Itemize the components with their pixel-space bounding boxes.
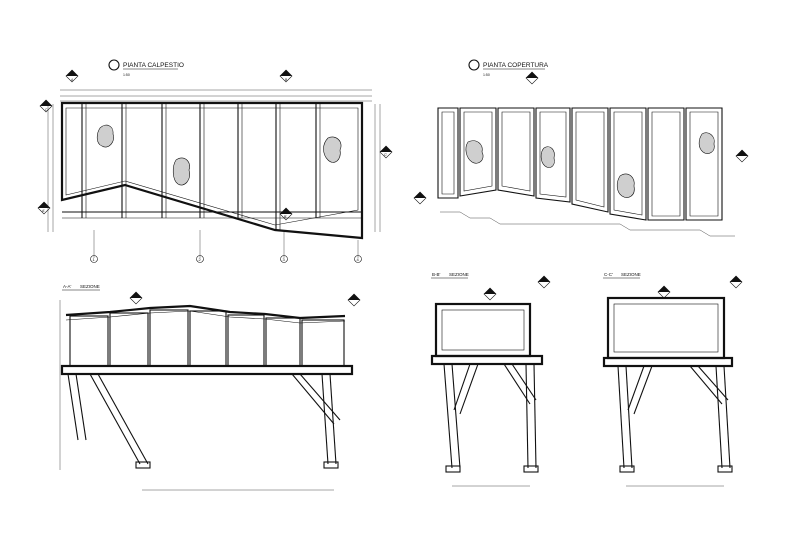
section-mid-marker: [483, 287, 497, 301]
section-marker-label: A-A': [63, 284, 72, 289]
floor-plan-title: PIANTA CALPESTIO: [123, 62, 184, 69]
cabin-inner: [441, 309, 525, 351]
section-end-marker: [729, 275, 743, 289]
section-marker-a: A: [65, 69, 79, 83]
section-end-struts: [617, 365, 731, 469]
roof-plan-scale: 1:50: [483, 73, 490, 77]
grid-label: 3: [283, 257, 286, 262]
section-long: A-A' SEZIONE: [59, 284, 361, 491]
tree-trunk: [616, 173, 635, 198]
floor-inner-outline: [65, 107, 359, 226]
roof-plan: PIANTA COPERTURA 1:50: [413, 59, 749, 237]
section-mid-struts: [443, 363, 537, 469]
view-title-circle: [108, 59, 120, 71]
section-long-marker: [129, 291, 143, 305]
cabin-box: [606, 296, 726, 360]
section-end-title: SEZIONE: [621, 272, 641, 277]
roof-section-marker: [413, 191, 427, 205]
floor-panels: [81, 103, 321, 230]
section-marker-a-prime: A': [37, 201, 51, 215]
footing: [523, 465, 539, 473]
section-end: C-C' SEZIONE: [602, 272, 743, 487]
deck-beam: [60, 364, 354, 376]
section-marker-label: C-C': [604, 272, 613, 277]
section-marker-b-prime: B': [279, 207, 293, 221]
grid-axes: 1 2 3 4: [90, 230, 362, 263]
roof-panels: [437, 107, 723, 221]
tree-trunk: [323, 136, 342, 163]
section-long-title: SEZIONE: [80, 284, 100, 289]
marker-label: A': [42, 209, 45, 213]
deck-beam: [430, 354, 544, 366]
tree-trunk: [540, 146, 555, 168]
roof-profile: [65, 304, 346, 320]
footing: [619, 465, 635, 473]
cabin-box: [434, 302, 532, 358]
ground-steps: [440, 211, 735, 237]
section-mid: B-B' SEZIONE: [430, 272, 551, 487]
marker-label: B': [284, 215, 287, 219]
floor-plan-scale: 1:50: [123, 73, 130, 77]
grid-label: 1: [93, 257, 96, 262]
floor-plan-dimensions: [47, 89, 381, 232]
section-marker-c-prime: C': [379, 145, 393, 159]
footing: [323, 461, 339, 469]
footing: [717, 465, 733, 473]
view-title-circle: [468, 59, 480, 71]
section-end-marker: [657, 285, 671, 299]
marker-label: A: [71, 78, 74, 82]
section-long-struts: [67, 373, 341, 465]
tree-trunk: [465, 140, 484, 164]
grid-label: 2: [199, 257, 202, 262]
roof-section-marker: [735, 149, 749, 163]
deck-beam: [602, 356, 734, 368]
roof-plan-title: PIANTA COPERTURA: [483, 62, 549, 69]
tree-trunk: [698, 132, 715, 154]
floor-outline: [60, 101, 364, 240]
marker-label: C': [384, 153, 388, 157]
marker-label: C: [45, 108, 48, 112]
cabin-inner: [613, 303, 719, 353]
floor-plan: PIANTA CALPESTIO 1:50: [37, 59, 393, 263]
section-mid-marker: [537, 275, 551, 289]
roof-section-marker: [525, 71, 539, 85]
section-marker-c: C: [39, 99, 53, 113]
tree-trunk: [96, 124, 114, 148]
tree-trunk: [172, 157, 190, 186]
grid-label: 4: [357, 257, 360, 262]
footing: [135, 461, 151, 469]
section-mid-title: SEZIONE: [449, 272, 469, 277]
section-long-marker: [347, 293, 361, 307]
roof-profile-inner: [65, 310, 346, 324]
section-marker-label: B-B': [432, 272, 441, 277]
footing: [445, 465, 461, 473]
section-marker-b: B: [279, 69, 293, 83]
marker-label: B: [285, 78, 288, 82]
